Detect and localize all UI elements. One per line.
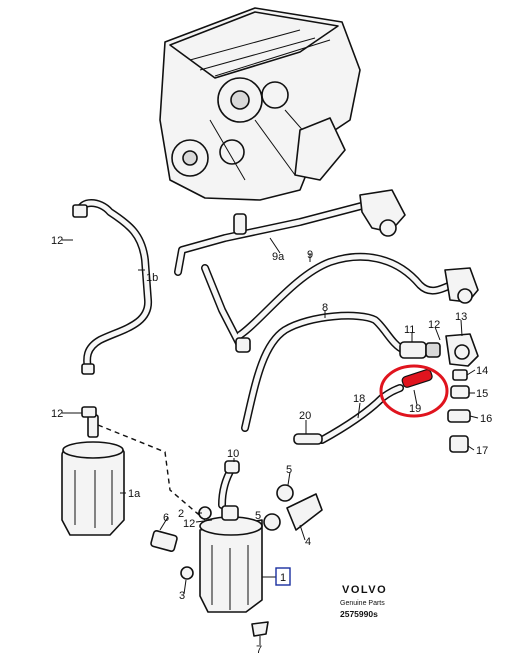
hose-1b [72,199,152,375]
callout-9: 9 [307,249,313,261]
callout-5b: 5 [255,510,261,522]
callout-6: 6 [163,512,169,524]
canister-1a [61,406,125,536]
callout-1b: 1b [146,272,158,284]
callout-5a: 5 [286,464,292,476]
small-parts [150,484,323,637]
callout-4: 4 [305,536,311,548]
diagram-code: 2575990s [340,609,378,619]
hose-8 [241,311,408,432]
callout-2: 2 [178,508,184,520]
callout-12c: 12 [51,408,63,420]
canister-1 [199,505,263,613]
hose-9 [201,252,479,353]
engine-illustration [159,7,361,201]
callout-20: 20 [299,410,311,422]
brand-logo: VOLVO [342,584,388,596]
callout-13: 13 [455,311,467,323]
part-19-highlight [379,364,449,418]
callout-16: 16 [480,413,492,425]
callout-1a: 1a [128,488,141,500]
callout-1: 1 [280,572,286,584]
callout-8: 8 [322,302,328,314]
callout-15: 15 [476,388,488,400]
callout-3: 3 [179,590,185,602]
callout-1-box [275,567,291,586]
routing-dash [97,424,206,521]
callouts: 12 1b 9a 9 8 11 12 13 14 15 16 17 18 19 … [51,235,492,655]
hose-9a [174,189,406,276]
callout-19: 19 [409,403,421,415]
callout-12a: 12 [51,235,63,247]
brand-subtitle: Genuine Parts [340,600,385,607]
hose-10 [218,460,240,509]
part-20 [293,433,323,445]
callout-7: 7 [256,644,262,655]
callout-12d: 12 [183,518,195,530]
callout-14: 14 [476,365,488,377]
callout-10: 10 [227,448,239,460]
callout-18: 18 [353,393,365,405]
callout-17: 17 [476,445,488,457]
callout-12b: 12 [428,319,440,331]
callout-9a: 9a [272,251,285,263]
fittings-11-17 [399,333,479,453]
leader-lines [62,237,479,645]
callout-11: 11 [404,324,415,336]
